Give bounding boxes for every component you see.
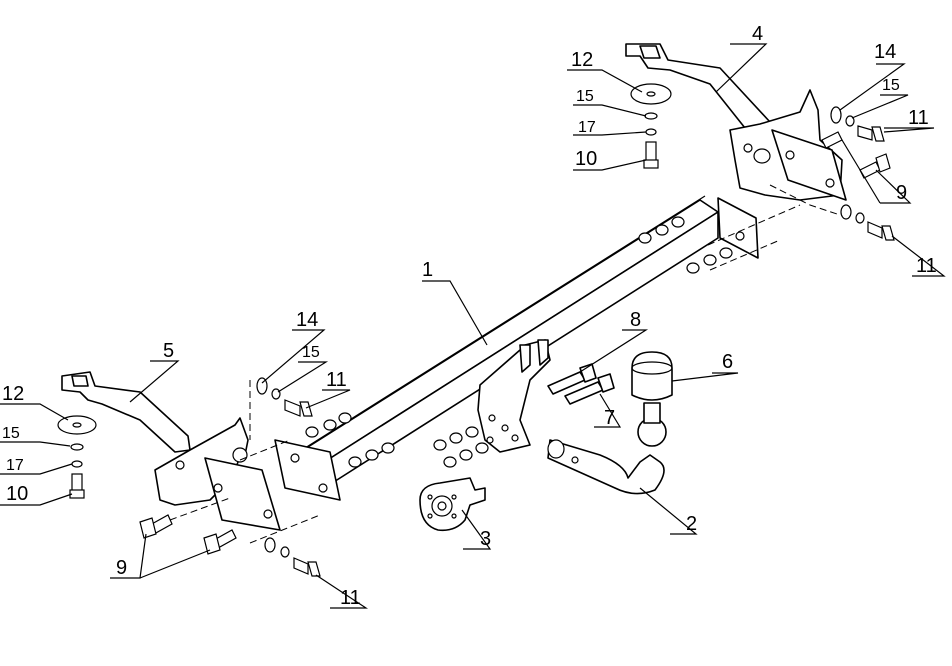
callout-15-right: 15	[882, 77, 900, 94]
leader-lines	[0, 43, 946, 609]
socket-bracket-part-3	[419, 477, 486, 532]
callout-3: 3	[480, 528, 491, 550]
callout-12-top: 12	[571, 49, 593, 71]
left-side-bracket-part-5	[61, 371, 281, 531]
center-bolts	[547, 363, 615, 405]
callout-17-left: 17	[6, 457, 24, 474]
ball-cap-part-6	[631, 351, 673, 401]
callout-7: 7	[604, 407, 615, 429]
callout-9-right: 9	[896, 182, 907, 204]
left-hardware-stack	[57, 415, 97, 499]
crossbar-left-plate	[274, 439, 341, 501]
assembly-dash-lines	[169, 184, 841, 544]
callout-12-left: 12	[2, 383, 24, 405]
callout-11-left-lower: 11	[340, 587, 361, 609]
callout-10-left: 10	[6, 483, 28, 505]
crossbar-nuts	[305, 216, 733, 468]
center-nuts-cluster	[433, 426, 489, 468]
callout-17-top: 17	[578, 119, 596, 136]
callout-4: 4	[752, 23, 763, 45]
ball-hook-part-2	[547, 402, 667, 495]
right-side-fasteners	[821, 106, 895, 241]
callout-1: 1	[422, 259, 433, 281]
callout-15-top: 15	[576, 88, 594, 105]
callout-9-left: 9	[116, 557, 127, 579]
callout-labels: 1 2 3 4 5 6 7 8 9 9 10 10 11 11 11 11 12…	[2, 23, 937, 609]
callout-8: 8	[630, 309, 641, 331]
callout-15-left-upper: 15	[302, 344, 320, 361]
callout-10-top: 10	[575, 148, 597, 170]
left-side-fasteners	[139, 377, 321, 577]
callout-14-left: 14	[296, 309, 318, 331]
top-right-hardware-stack	[630, 83, 672, 169]
callout-11-right: 11	[916, 255, 937, 277]
callout-14-right: 14	[874, 41, 896, 63]
center-bracket	[477, 339, 551, 453]
callout-5: 5	[163, 340, 174, 362]
callout-15-left: 15	[2, 425, 20, 442]
callout-2: 2	[686, 513, 697, 535]
crossbar-right-plate	[717, 197, 759, 259]
callout-11-top-right: 11	[908, 107, 929, 129]
callout-11-left-upper: 11	[326, 369, 347, 391]
callout-6: 6	[722, 351, 733, 373]
right-side-bracket-part-4	[625, 43, 847, 201]
